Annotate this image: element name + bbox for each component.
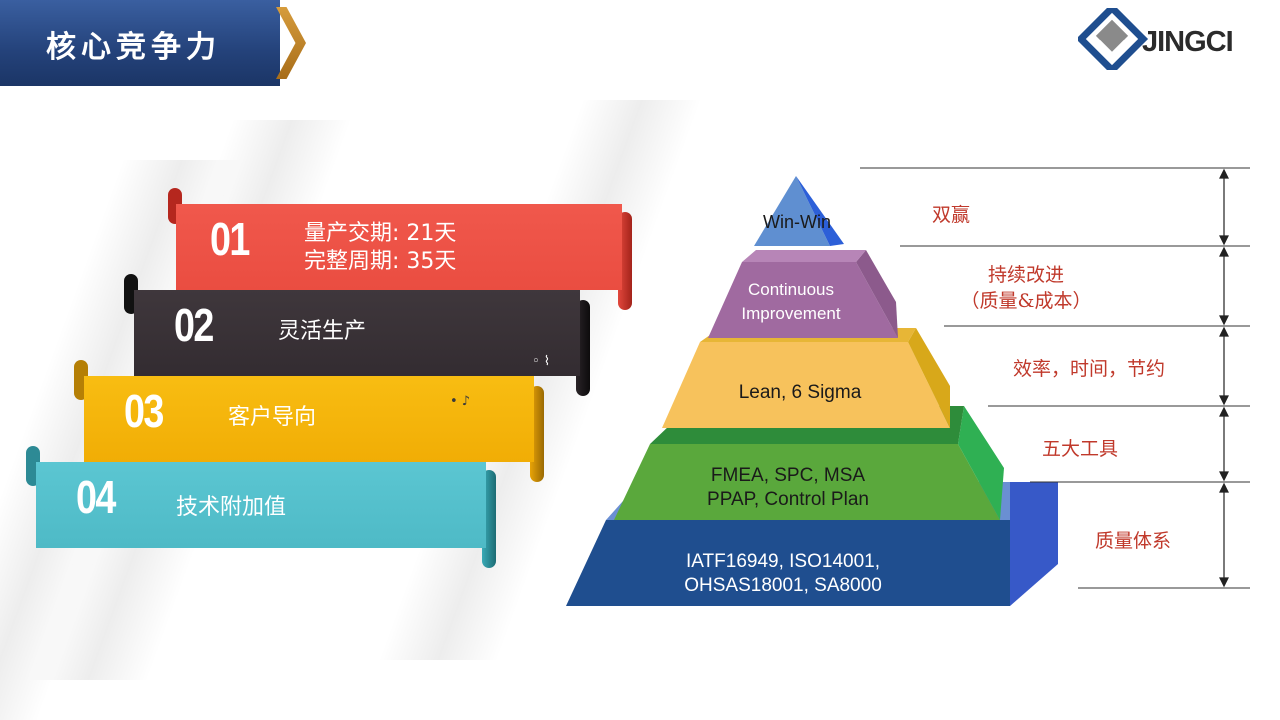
pyramid-side: [958, 406, 1004, 520]
ribbon-band: [84, 376, 534, 462]
ribbon-text-line: 量产交期: 21天: [304, 221, 457, 246]
pyramid-side: [796, 176, 844, 246]
pyramid-label-continuous-improvement: Continuous Improvement: [726, 278, 856, 326]
pyramid-label-five-tools: FMEA, SPC, MSA PPAP, Control Plan: [660, 464, 916, 512]
right-label-lean: 效率，时间，节约: [1012, 358, 1165, 380]
logo-text: JINGCI: [1142, 26, 1234, 58]
ribbon-03: 03 客户导向 • ♪: [74, 360, 544, 482]
pyramid-label-line: Continuous: [747, 280, 834, 299]
ribbon-band: [36, 462, 486, 548]
ribbon-number: 01: [210, 213, 250, 265]
guide-lines: [860, 167, 1250, 589]
ribbon-01: 01 量产交期: 21天 完整周期: 35天: [168, 188, 632, 310]
pyramid-level-quality-system: [566, 520, 1010, 606]
dimension-arrows: [1219, 168, 1229, 588]
ribbon-02: 02 灵活生产 ◦ ⌇: [124, 274, 590, 396]
pyramid-label-line: OHSAS18001, SA8000: [684, 575, 882, 596]
ribbon-text: 技术附加值: [176, 495, 287, 520]
right-label-win-win: 双赢: [931, 204, 970, 226]
pyramid-label-line: FMEA, SPC, MSA: [710, 465, 866, 486]
right-label-line: （质量&成本）: [960, 290, 1092, 312]
pyramid-level-lean: [662, 342, 950, 428]
header-title-bar: [0, 0, 280, 86]
pyramid-label-line: IATF16949, ISO14001,: [686, 551, 880, 572]
sparkle-icon: ◦ ⌇: [532, 354, 551, 369]
pyramid-side: [856, 250, 898, 338]
pyramid-level-continuous-improvement: [708, 262, 898, 338]
pyramid-label-quality-system: IATF16949, ISO14001, OHSAS18001, SA8000: [640, 550, 926, 598]
right-label-continuous-improvement: 持续改进 （质量&成本）: [946, 262, 1106, 314]
ribbon-text: 量产交期: 21天 完整周期: 35天: [304, 220, 456, 276]
ribbon-04: 04 技术附加值: [26, 446, 496, 568]
pyramid-level-win-win: [754, 176, 830, 246]
ribbon-number: 04: [76, 471, 116, 523]
right-label-line: 持续改进: [987, 264, 1064, 286]
ribbon-band: [176, 204, 622, 290]
pyramid-side: [908, 328, 950, 428]
sparkle-icon: • ♪: [450, 394, 471, 409]
ribbon-text-line: 完整周期: 35天: [304, 249, 457, 274]
ribbon-text: 灵活生产: [278, 319, 367, 344]
jingci-logo-icon: [1078, 8, 1149, 70]
pyramid-label-win-win: Win-Win: [763, 212, 831, 232]
right-label-five-tools: 五大工具: [1041, 438, 1118, 460]
pyramid-level-five-tools: [614, 444, 1000, 520]
quality-pyramid: [566, 167, 1250, 606]
pyramid-label-line: PPAP, Control Plan: [707, 489, 869, 510]
ribbon-band: [134, 290, 580, 376]
ribbon-number: 03: [124, 385, 164, 437]
right-label-quality-system: 质量体系: [1094, 530, 1171, 552]
pyramid-top-face: [742, 250, 866, 262]
pyramid-label-lean: Lean, 6 Sigma: [738, 382, 862, 403]
page-title: 核心竞争力: [46, 30, 221, 65]
pyramid-side: [1010, 482, 1058, 606]
pyramid-label-line: Improvement: [741, 304, 841, 323]
ribbon-text: 客户导向: [228, 405, 317, 430]
ribbon-number: 02: [174, 299, 214, 351]
